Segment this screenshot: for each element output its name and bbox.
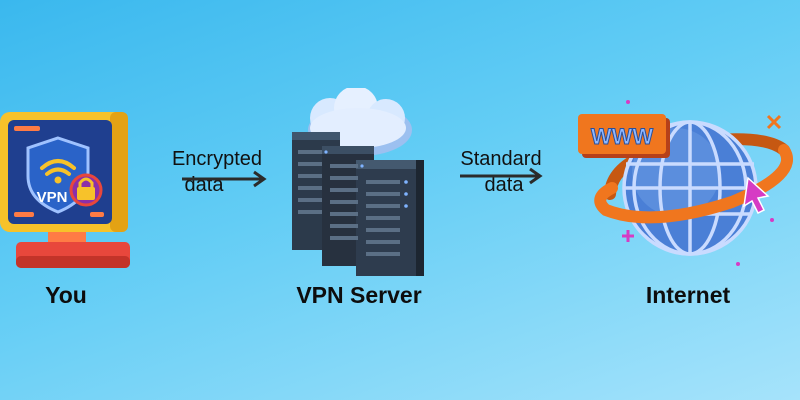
- orbit-ring: [594, 144, 793, 224]
- arrow2-line2: data: [484, 174, 524, 196]
- wifi-icon: [40, 159, 76, 176]
- lock-icon: [77, 177, 95, 200]
- standard-data-label: Standard data: [442, 146, 560, 198]
- monitor-vpn-illustration: VPN: [0, 112, 130, 268]
- arrow2-line1: Standard: [460, 148, 542, 170]
- globe-internet-illustration: WWW: [578, 100, 793, 266]
- plus-icon: [622, 230, 634, 242]
- arrow1-line1: Encrypted: [171, 148, 263, 170]
- cloud-icon: [308, 88, 412, 156]
- you-label: You: [45, 282, 87, 308]
- sparkle-icon: [766, 114, 782, 130]
- www-sign: WWW: [578, 114, 670, 158]
- internet-label: Internet: [645, 282, 731, 308]
- arrow-right-icon: [182, 170, 267, 188]
- cursor-icon: [743, 176, 770, 215]
- vpn-server-illustration: [292, 88, 424, 276]
- screen-vpn-text: VPN: [37, 189, 68, 206]
- vpn-server-label: VPN Server: [296, 282, 422, 308]
- arrow-right-icon: [460, 167, 543, 185]
- www-text: WWW: [591, 124, 654, 149]
